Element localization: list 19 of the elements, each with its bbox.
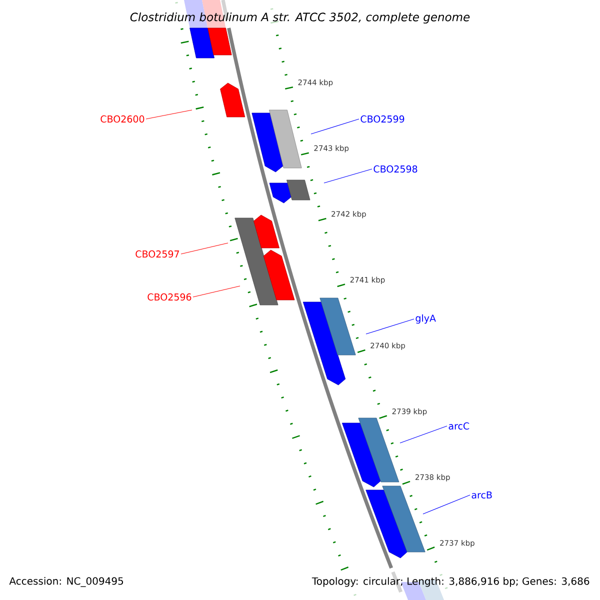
leader-line xyxy=(422,494,470,514)
leader-line xyxy=(366,318,414,334)
gene-label: arcC xyxy=(448,422,470,430)
gene-label: CBO2597 xyxy=(136,250,179,258)
accession-text: Accession: NC_009495 xyxy=(9,577,124,587)
leader-line xyxy=(192,286,240,298)
gene-label: CBO2599 xyxy=(360,115,404,123)
leader-line xyxy=(180,242,228,254)
gene-label: CBO2600 xyxy=(100,115,144,123)
leader-line xyxy=(324,168,372,184)
leader-line xyxy=(146,110,192,120)
gene-label: glyA xyxy=(416,314,436,324)
leader-line xyxy=(310,118,360,134)
genome-info-text: Topology: circular; Length: 3,886,916 bp; Genes: 3,686 xyxy=(312,577,590,587)
gene-label: CBO2598 xyxy=(374,165,418,173)
gene-label: CBO2596 xyxy=(148,293,192,301)
gene-label: arcB xyxy=(472,491,492,499)
title: Clostridium botulinum A str. ATCC 3502, complete genome xyxy=(130,12,470,24)
leader-line xyxy=(400,426,448,444)
